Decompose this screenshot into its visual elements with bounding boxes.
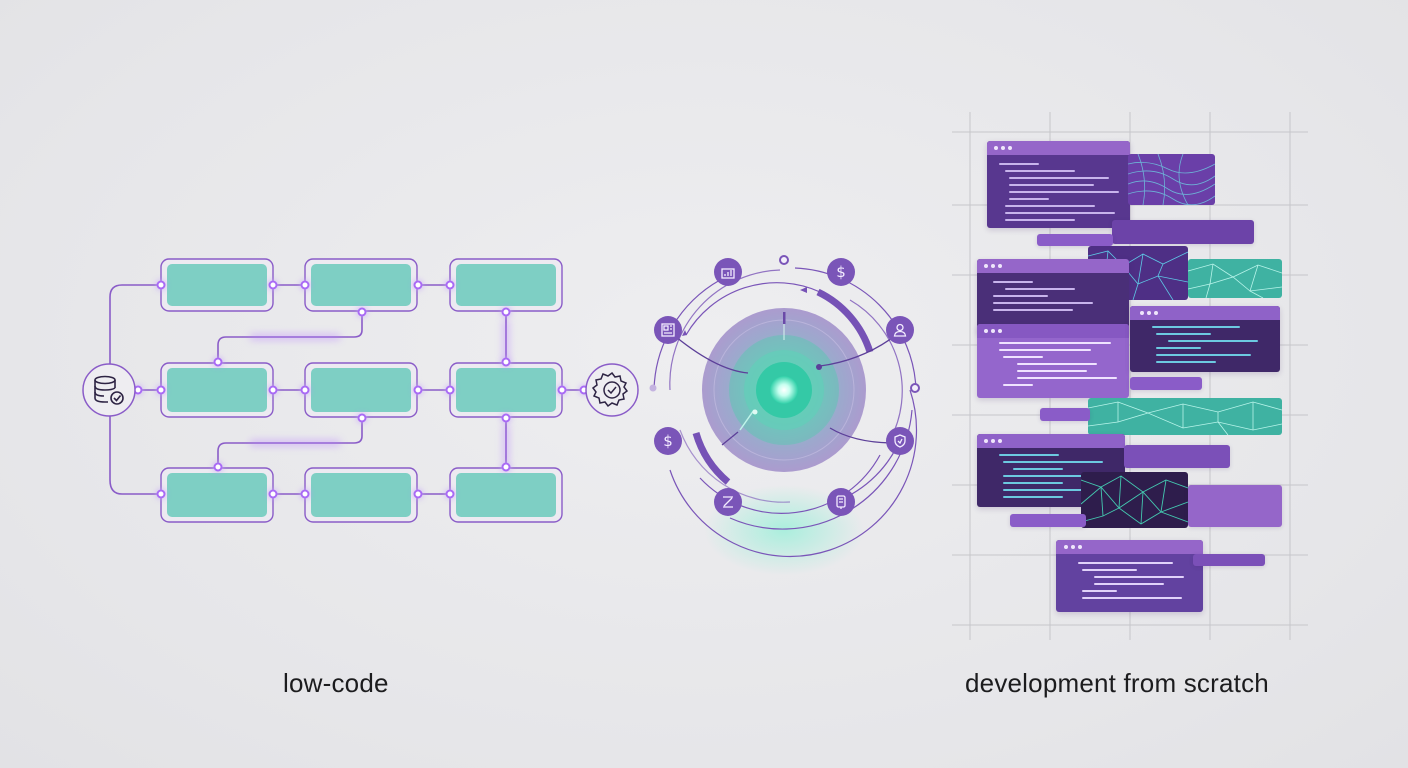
code-window-4 [1130,306,1280,372]
mesh-panel-3 [1081,472,1188,528]
scratch-panel: development from scratch [950,110,1310,698]
orbit-icon-shield [886,427,914,455]
orbit-icon-trend [714,488,742,516]
mesh-panel-teal-1 [1188,259,1282,298]
document-icon [836,495,846,509]
orbit-icon-bar-chart [714,258,742,286]
orbit-icon-user [886,316,914,344]
orbit-icon-dollar-top: $ [827,258,855,286]
code-window-3 [977,324,1129,398]
code-window-2 [977,259,1129,334]
code-strip-4 [1040,408,1090,421]
connector-dots [133,280,589,499]
code-window-5 [977,434,1125,507]
dollar-icon: $ [836,263,846,281]
code-strip-5 [1124,445,1230,468]
flow-nodes [160,258,563,523]
mesh-panel-teal-2 [1088,398,1282,435]
low-code-panel: low-code [0,0,700,768]
user-icon [893,323,907,337]
dollar-icon: $ [663,432,673,450]
orbit-icon-document [827,488,855,516]
gear-check-icon [585,363,639,417]
mesh-panel-1 [1128,154,1215,205]
orbit-icon-dashboard [654,316,682,344]
orbit-icon-dollar-left: $ [654,427,682,455]
code-window-6 [1056,540,1203,612]
dashboard-icon [661,323,675,337]
low-code-flow-diagram [82,258,639,523]
scratch-caption: development from scratch [965,668,1269,698]
platform-hub-panel: $ $ [630,240,950,580]
bar-chart-icon [721,268,735,279]
low-code-caption: low-code [283,668,389,698]
platform-hub-diagram [649,255,920,575]
code-strip-3 [1130,377,1202,390]
database-check-icon [82,363,136,417]
code-strip-8 [1193,554,1265,566]
code-strip-6 [1188,485,1282,527]
shield-icon [894,434,906,448]
code-strip-7 [1010,514,1086,527]
trend-icon [723,496,733,508]
code-strip-1 [1112,220,1254,244]
code-strip-2 [1037,234,1113,246]
code-window-1 [987,141,1130,228]
